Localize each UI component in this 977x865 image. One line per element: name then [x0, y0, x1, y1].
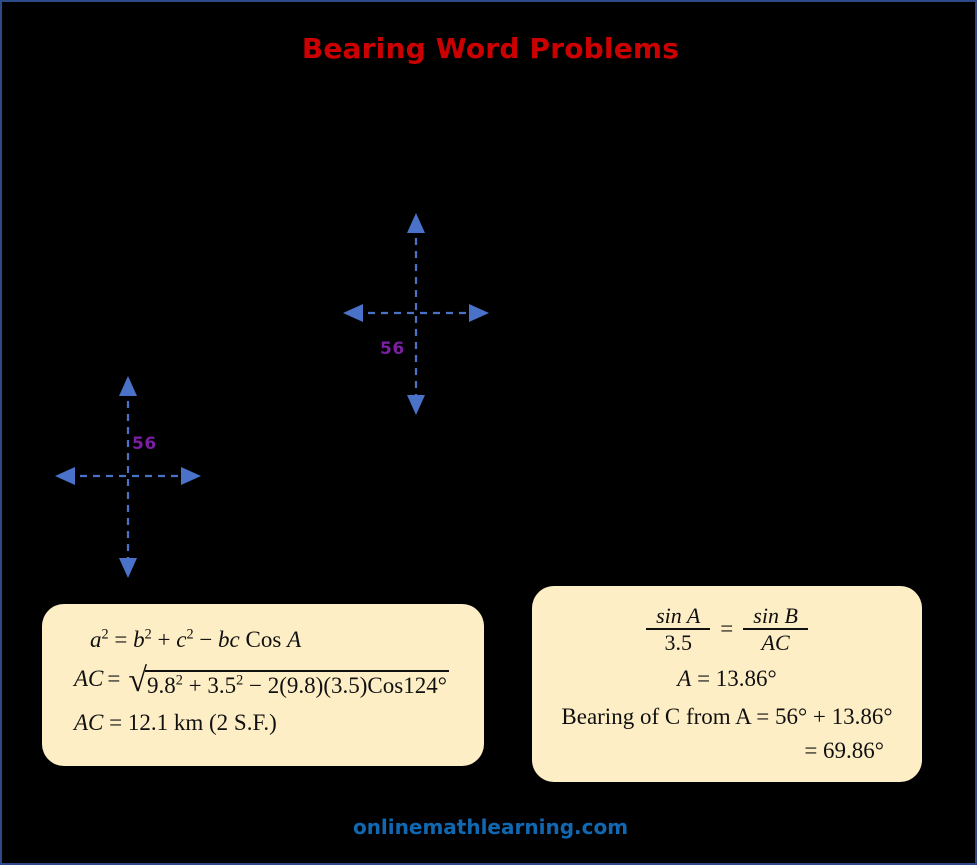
radical-sign-icon: √ — [128, 662, 148, 699]
radicand-cos-label: Cos — [367, 673, 404, 698]
sine-rule-equals: = — [720, 616, 734, 642]
radicand-second-term: 3.5 — [207, 673, 237, 698]
sine-rule-left-denominator: 3.5 — [646, 628, 711, 654]
compass-upper-angle-label: 56 — [380, 339, 405, 359]
radicand-first-term: 9.8 — [147, 673, 176, 698]
ac-label-1: AC — [74, 666, 104, 691]
arrowhead-west-icon — [55, 467, 75, 485]
sine-rule-equation: sin A 3.5 = sin B AC — [550, 604, 904, 654]
bearing-description-text: Bearing of C from A — [561, 704, 751, 730]
arrowhead-north-icon — [407, 213, 425, 233]
ac-equals-1: = — [107, 666, 121, 691]
arrowhead-east-icon — [469, 304, 489, 322]
cosine-b-term: b — [133, 627, 145, 652]
cosine-c-power: 2 — [186, 626, 194, 643]
square-root-group: √ 9.82 + 3.52 − 2(9.8)(3.5)Cos124° — [128, 662, 449, 699]
ac-result-value: 12.1 km (2 S.F.) — [127, 710, 277, 735]
sine-rule-right-numerator: sin B — [753, 603, 798, 628]
cosine-a-term: a — [90, 627, 102, 652]
site-footer-link[interactable]: onlinemathlearning.com — [352, 815, 629, 839]
bearing-calculation-line: Bearing of C from A = 56° + 13.86° — [550, 704, 904, 730]
angle-a-result: A = 13.86° — [550, 666, 904, 692]
bearing-sum-expression: 56° + 13.86° — [774, 704, 893, 730]
arrowhead-east-icon — [181, 467, 201, 485]
ac-label-2: AC — [74, 710, 104, 735]
radicand-expression: 9.82 + 3.52 − 2(9.8)(3.5)Cos124° — [145, 670, 449, 697]
sine-rule-bearing-box: sin A 3.5 = sin B AC A = 13.86° Bearing … — [532, 586, 922, 782]
cosine-minus-1: − — [199, 627, 213, 652]
sine-rule-left-numerator: sin A — [656, 603, 701, 628]
compass-cross-upper: 56 — [341, 211, 491, 417]
cosine-c-term: c — [176, 627, 187, 652]
bearing-equals-1: = — [756, 704, 770, 730]
radicand-plus: + — [188, 673, 202, 698]
compass-cross-lower: 56 — [53, 374, 203, 580]
sine-rule-right-denominator: AC — [743, 628, 808, 654]
compass-cross-upper-svg — [343, 213, 489, 415]
sine-rule-right-fraction: sin B AC — [743, 604, 808, 654]
angle-a-label: A — [677, 666, 692, 692]
angle-a-equals: = — [697, 666, 711, 692]
sine-rule-left-fraction: sin A 3.5 — [646, 603, 711, 654]
ac-radical-equation: AC = √ 9.82 + 3.52 − 2(9.8)(3.5)Cos124° — [74, 662, 464, 699]
radicand-cos-argument: 124° — [403, 673, 447, 698]
compass-cross-lower-svg — [55, 376, 201, 578]
cosine-angle-a: A — [287, 627, 302, 652]
radicand-minus: − — [249, 673, 263, 698]
bearing-final-result: = 69.86° — [550, 738, 904, 764]
bearing-final-value: 69.86° — [823, 738, 884, 764]
arrowhead-south-icon — [407, 395, 425, 415]
cosine-b-power: 2 — [144, 626, 152, 643]
radicand-first-power: 2 — [175, 672, 183, 689]
cosine-bc-term: bc — [218, 627, 240, 652]
arrowhead-south-icon — [119, 558, 137, 578]
bearing-equals-2: = — [804, 738, 818, 764]
arrowhead-west-icon — [343, 304, 363, 322]
cosine-a-power: 2 — [101, 626, 109, 643]
ac-equals-2: = — [109, 710, 123, 735]
cosine-rule-box: a2 = b2 + c2 − bc Cos A AC = √ 9.82 + 3.… — [42, 604, 484, 766]
page-title: Bearing Word Problems — [301, 32, 680, 65]
cosine-equals-1: = — [114, 627, 128, 652]
radicand-second-power: 2 — [236, 672, 244, 689]
cosine-rule-equation: a2 = b2 + c2 − bc Cos A — [90, 626, 464, 652]
radicand-product-term: 2(9.8)(3.5) — [267, 673, 368, 698]
compass-lower-angle-label: 56 — [132, 434, 157, 454]
cosine-cos-label: Cos — [245, 627, 282, 652]
ac-result-equation: AC = 12.1 km (2 S.F.) — [74, 711, 464, 734]
arrowhead-north-icon — [119, 376, 137, 396]
cosine-plus-1: + — [157, 627, 171, 652]
angle-a-value: 13.86° — [715, 666, 777, 692]
